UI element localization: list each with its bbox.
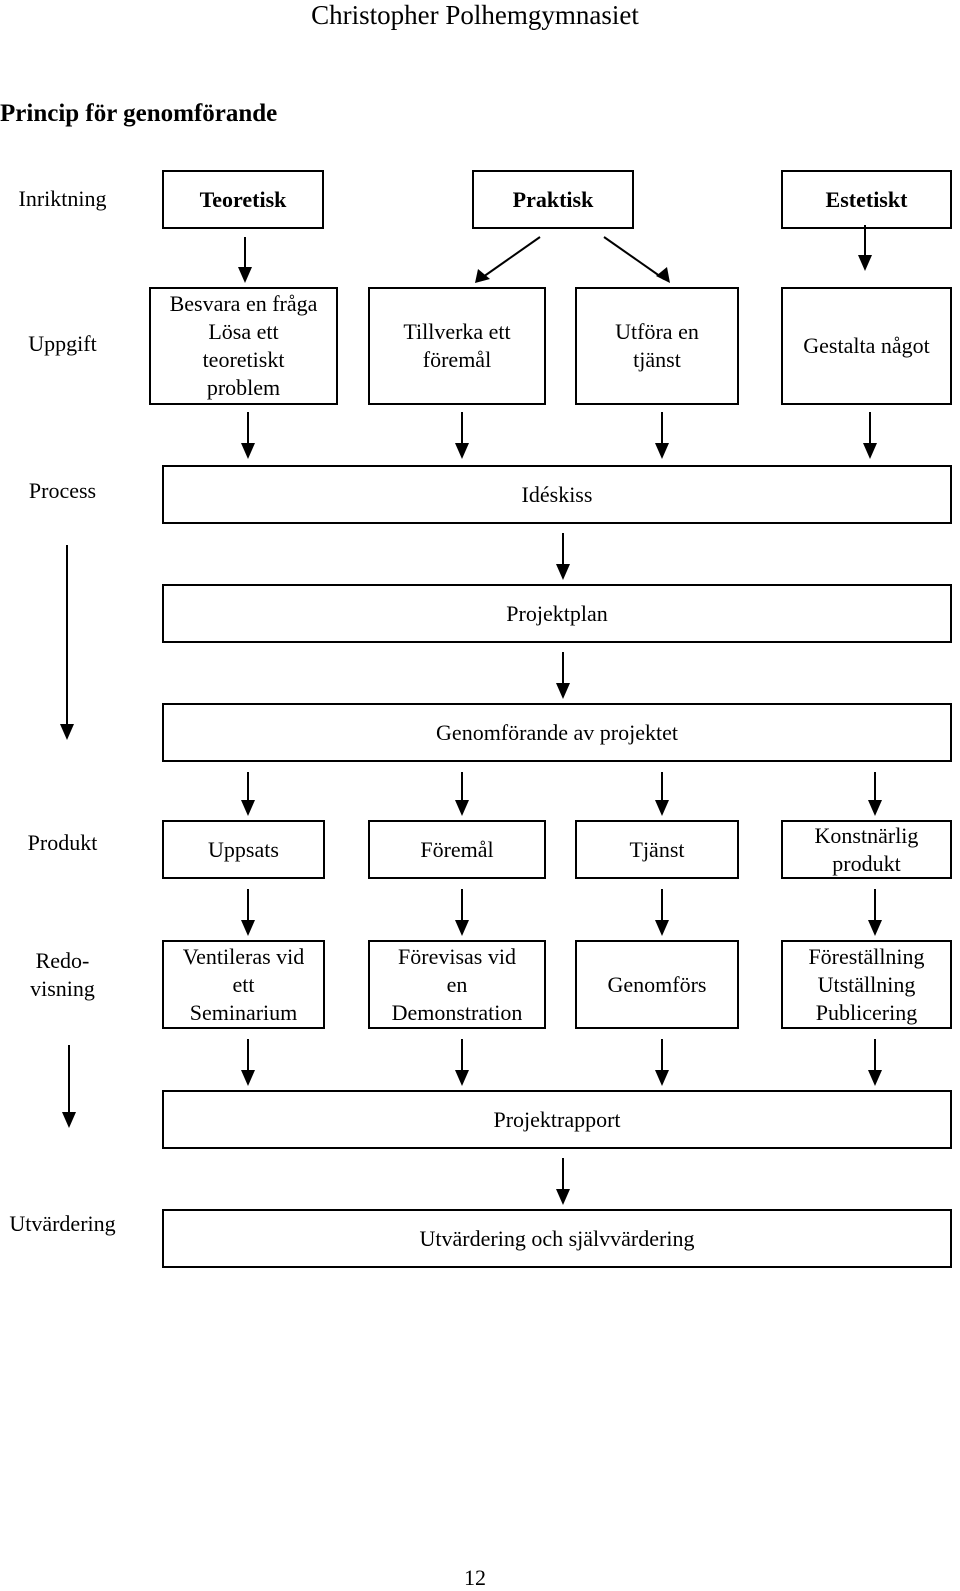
produkt-tjanst-box: Tjänst — [575, 820, 739, 879]
head-estetiskt — [858, 255, 872, 271]
head-uppgift1 — [241, 443, 255, 459]
page-header: Christopher Polhemgymnasiet — [311, 0, 639, 30]
process-ideskiss-box: Idéskiss — [162, 465, 952, 524]
inriktning-estetiskt-box: Estetiskt — [781, 170, 952, 229]
head-ideskiss — [556, 564, 570, 580]
head-redov1 — [241, 1070, 255, 1086]
head-projektplan — [556, 683, 570, 699]
head-uppgift4 — [863, 443, 877, 459]
redovisning-seminarium-box: Ventileras vid ett Seminarium — [162, 940, 325, 1029]
row-label-utvardering: Utvärdering — [9, 1211, 116, 1236]
head-redov3 — [655, 1070, 669, 1086]
head-genomf2 — [455, 800, 469, 816]
head-redov4 — [868, 1070, 882, 1086]
page-number: 12 — [464, 1565, 486, 1590]
row-label-process: Process — [28, 478, 97, 503]
inriktning-praktisk-box: Praktisk — [472, 170, 634, 229]
produkt-konstnarlig-box: Konstnärlig produkt — [781, 820, 952, 879]
produkt-foremal-box: Föremål — [368, 820, 546, 879]
uppgift-tillverka-box: Tillverka ett föremål — [368, 287, 546, 405]
head-produkt2 — [455, 920, 469, 936]
head-rapport — [556, 1189, 570, 1205]
redovisning-forestallning-box: Föreställning Utställning Publicering — [781, 940, 952, 1029]
arrowheads — [60, 255, 882, 1205]
row-label-produkt: Produkt — [27, 830, 98, 855]
process-projektplan-box: Projektplan — [162, 584, 952, 643]
inriktning-teoretisk-box: Teoretisk — [162, 170, 324, 229]
head-praktisk-right — [656, 267, 670, 283]
head-genomf1 — [241, 800, 255, 816]
head-produkt3 — [655, 920, 669, 936]
head-process-side — [60, 724, 74, 740]
process-genomforande-box: Genomförande av projektet — [162, 703, 952, 762]
utvardering-box: Utvärdering och självvärdering — [162, 1209, 952, 1268]
page-title: Princip för genomförande — [0, 100, 278, 127]
arrow-praktisk-left — [482, 236, 541, 278]
head-genomf4 — [868, 800, 882, 816]
redovisning-demonstration-box: Förevisas vid en Demonstration — [368, 940, 546, 1029]
head-uppgift2 — [455, 443, 469, 459]
head-praktisk-left — [475, 269, 490, 283]
head-uppgift3 — [655, 443, 669, 459]
row-label-redovisning: Redo- visning — [30, 948, 95, 1001]
head-redovisning-side — [62, 1112, 76, 1128]
uppgift-teoretisk-box: Besvara en fråga Lösa ett teoretiskt pro… — [149, 287, 338, 405]
uppgift-gestalta-box: Gestalta något — [781, 287, 952, 405]
head-teoretisk — [238, 267, 252, 283]
produkt-uppsats-box: Uppsats — [162, 820, 325, 879]
uppgift-utfora-box: Utföra en tjänst — [575, 287, 739, 405]
row-label-uppgift: Uppgift — [28, 331, 97, 356]
head-produkt4 — [868, 920, 882, 936]
head-genomf3 — [655, 800, 669, 816]
head-produkt1 — [241, 920, 255, 936]
row-label-inriktning: Inriktning — [18, 186, 107, 211]
projektrapport-box: Projektrapport — [162, 1090, 952, 1149]
head-redov2 — [455, 1070, 469, 1086]
redovisning-genomfors-box: Genomförs — [575, 940, 739, 1029]
arrow-praktisk-right — [603, 236, 665, 280]
